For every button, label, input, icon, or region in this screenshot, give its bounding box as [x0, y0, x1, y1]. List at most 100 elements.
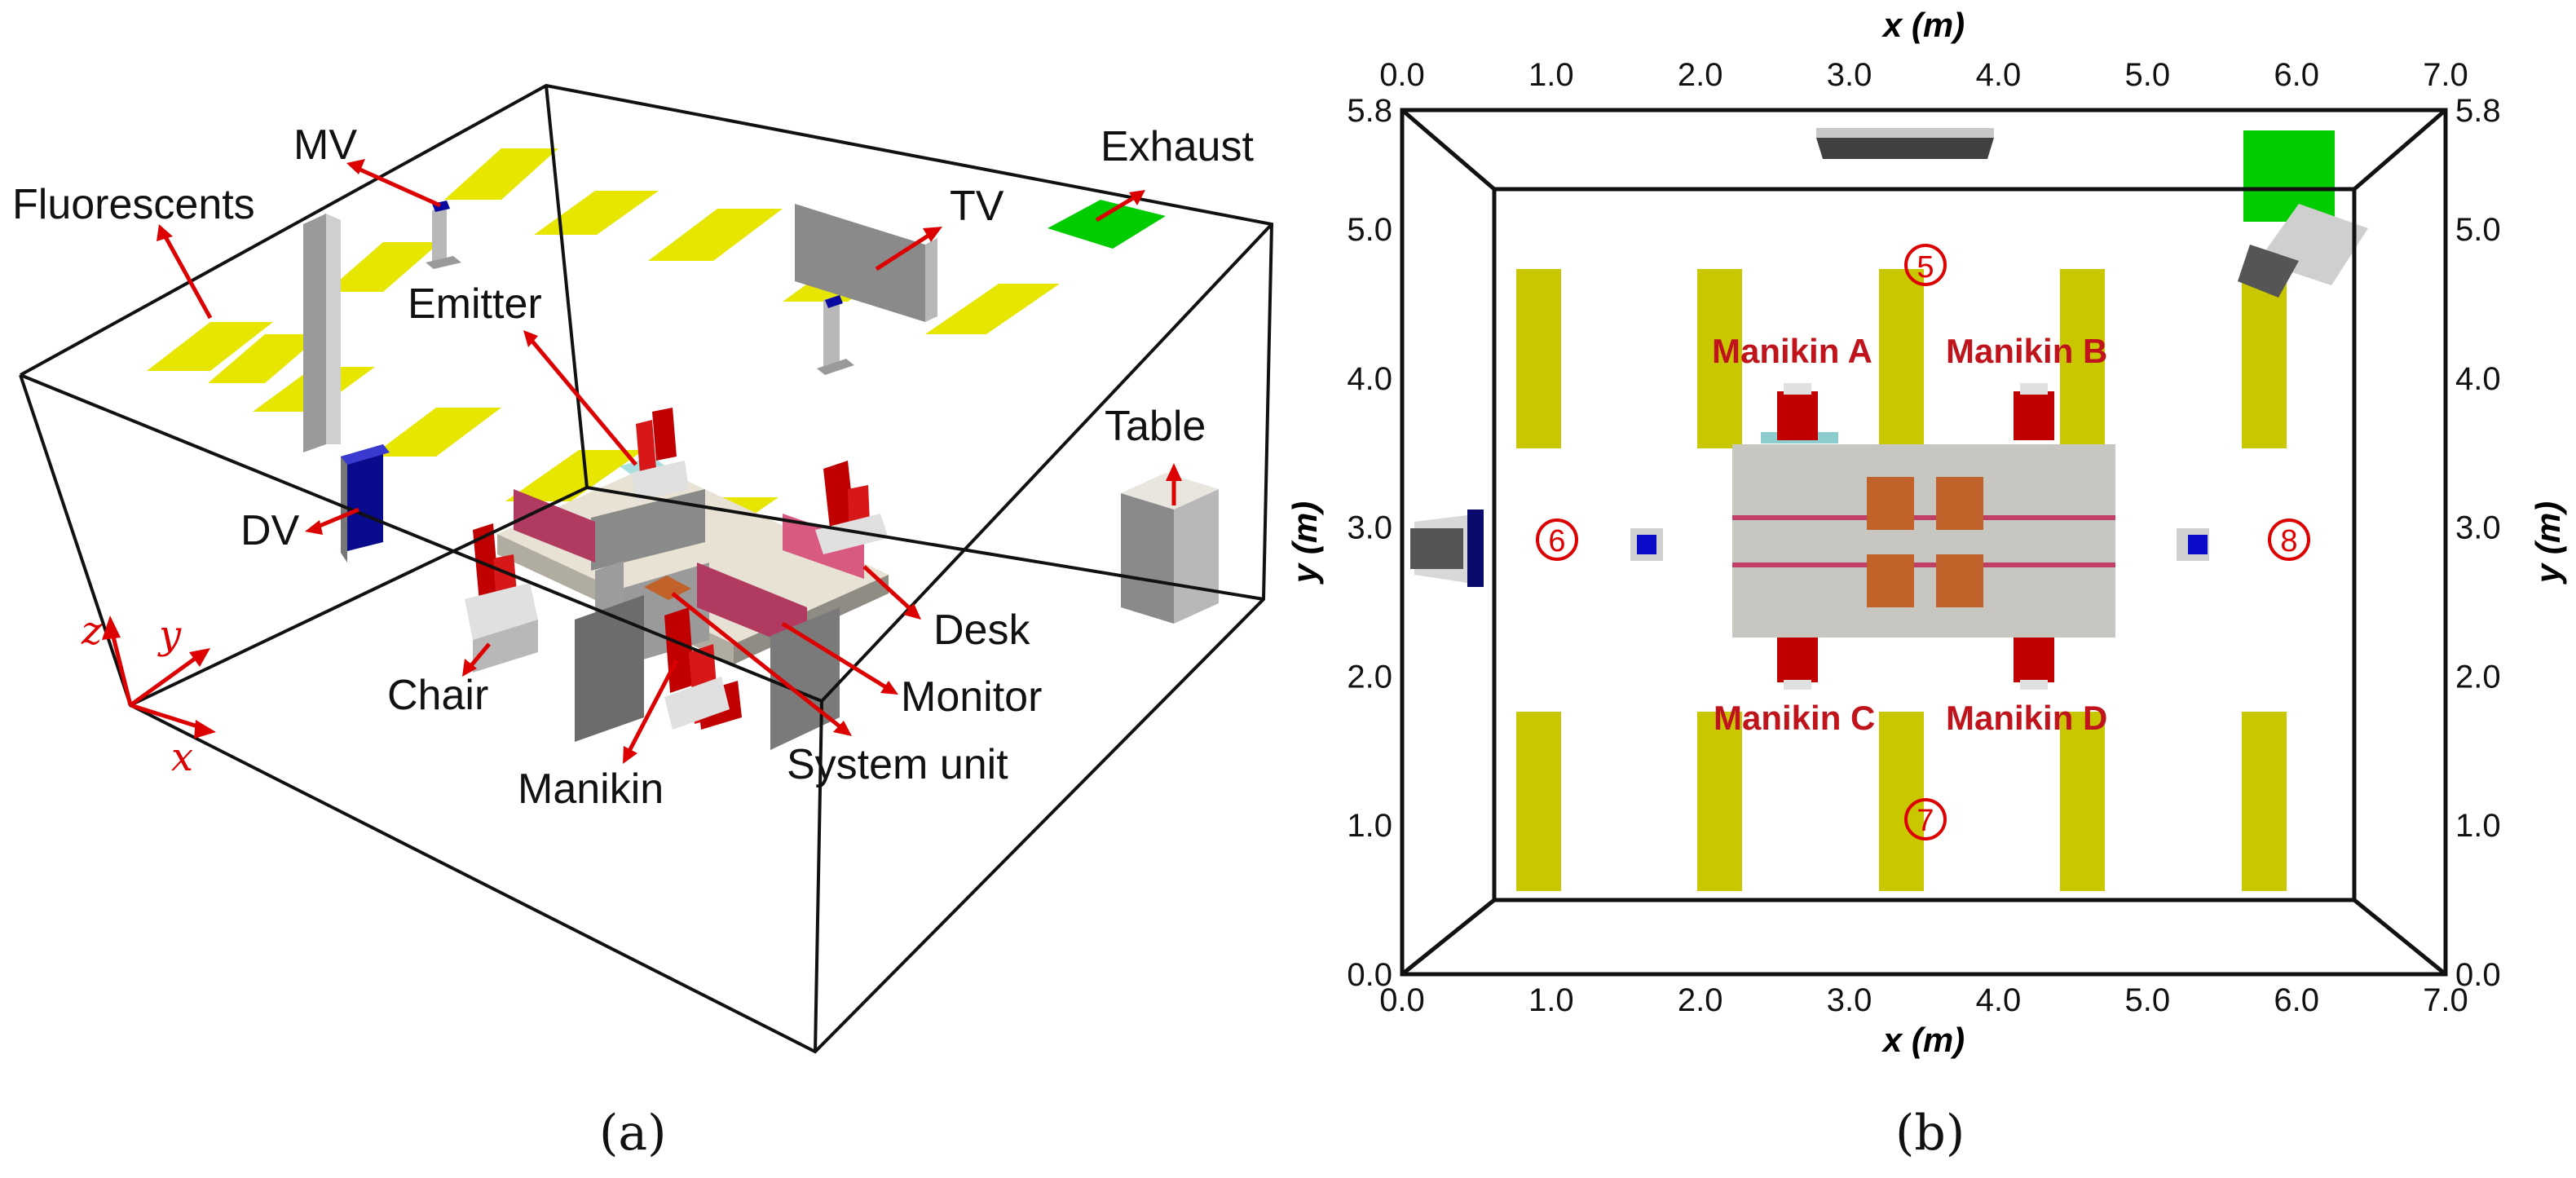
- y-tick-label: 1.0: [1347, 808, 1392, 844]
- y-tick-label: 2.0: [2455, 659, 2501, 695]
- y-ticks-right: 0.0 1.0 2.0 3.0 4.0 5.0 5.8: [2455, 93, 2501, 993]
- tv: [795, 204, 937, 375]
- desk: [497, 465, 889, 644]
- x-tick-label: 4.0: [1976, 57, 2022, 93]
- caption-a: (a): [599, 1105, 667, 1162]
- manikin-a-body: [1777, 391, 1818, 440]
- exhaust-vent: [1048, 200, 1166, 249]
- fluorescent-lamp: [925, 284, 1060, 334]
- manikin-d-body: [2014, 638, 2054, 682]
- fluorescent-lamp: [1516, 269, 1561, 448]
- y-tick-label: 5.0: [1347, 212, 1392, 248]
- y-tick-label: 5.0: [2455, 212, 2501, 248]
- caption-b: (b): [1895, 1105, 1965, 1162]
- manikin: [632, 408, 689, 501]
- fluorescent-lamp: [505, 450, 644, 501]
- panel-b-plan-view: Manikin A Manikin B Manikin C Manikin D …: [1286, 6, 2567, 1162]
- room-wireframe: [19, 83, 1274, 1054]
- svg-text:6: 6: [1548, 524, 1565, 558]
- point-5: 5: [1904, 244, 1947, 286]
- x-tick-label: 6.0: [2274, 982, 2319, 1018]
- x-tick-label: 7.0: [2423, 57, 2468, 93]
- svg-text:7: 7: [1917, 804, 1934, 838]
- x-tick-label: 5.0: [2124, 982, 2170, 1018]
- x-tick-label: 6.0: [2274, 57, 2319, 93]
- plan-system-unit: [1867, 554, 1914, 607]
- x-tick-label: 0.0: [1379, 57, 1425, 93]
- fluorescent-lamp: [2242, 712, 2287, 891]
- y-tick-label: 0.0: [1347, 957, 1392, 993]
- fluorescent-lamp: [208, 334, 322, 383]
- point-6: 6: [1536, 518, 1578, 561]
- plan-exhaust: [2243, 130, 2335, 222]
- plan-mv-vents: [1630, 528, 2209, 561]
- fluorescent-lamp: [444, 148, 558, 200]
- manikins-and-chairs: [465, 408, 889, 730]
- panel-a-labels: MV Fluorescents Exhaust TV Emitter Table…: [12, 121, 1254, 813]
- axis-z-label: z: [81, 608, 103, 654]
- displacement-vent-dv: [341, 444, 390, 563]
- y-tick-label: 3.0: [2455, 510, 2501, 546]
- y-tick-label: 2.0: [1347, 659, 1392, 695]
- x-tick-label: 3.0: [1827, 57, 1872, 93]
- fluorescent-lamp: [371, 408, 501, 457]
- panel-a-3d-room: z y x: [12, 83, 1274, 1162]
- fluorescent-lamp: [1697, 712, 1742, 891]
- manikin-b-body: [2014, 391, 2054, 440]
- manikin-d-label: Manikin D: [1946, 699, 2107, 737]
- y-tick-label: 3.0: [1347, 510, 1392, 546]
- axis-y-label: y: [157, 612, 182, 658]
- manikin-c-body: [1777, 638, 1818, 682]
- x-tick-label: 7.0: [2423, 982, 2468, 1018]
- fluorescent-lamp: [648, 209, 783, 261]
- plan-manikins: [1777, 383, 2054, 690]
- plan-system-unit: [1936, 477, 1983, 530]
- label-dv: DV: [240, 507, 300, 554]
- x-tick-label: 4.0: [1976, 982, 2022, 1018]
- fluorescent-lamp: [2060, 269, 2105, 448]
- x-tick-label: 0.0: [1379, 982, 1425, 1018]
- manikin: [815, 461, 889, 554]
- leader-arrows: [157, 159, 1182, 764]
- label-exhaust: Exhaust: [1101, 123, 1254, 170]
- y-axis-label-right: y (m): [2529, 501, 2567, 585]
- label-table: Table: [1105, 403, 1206, 450]
- plan-fluorescent-lamps: [1516, 269, 2287, 891]
- system-unit: [644, 576, 691, 600]
- fluorescent-lamp: [1516, 712, 1561, 891]
- monitor: [514, 489, 595, 563]
- label-mv: MV: [293, 121, 357, 169]
- x-tick-label: 1.0: [1528, 982, 1574, 1018]
- svg-text:5: 5: [1917, 250, 1934, 285]
- plan-dv: [1410, 510, 1484, 587]
- displacement-duct: [303, 214, 326, 452]
- label-emitter: Emitter: [408, 280, 542, 328]
- manikin-a-label: Manikin A: [1712, 332, 1872, 370]
- plan-tv: [1816, 128, 1994, 159]
- plan-system-unit: [1936, 554, 1983, 607]
- point-7: 7: [1904, 798, 1947, 840]
- table: [1121, 473, 1219, 624]
- y-tick-label: 5.8: [1347, 93, 1392, 129]
- x-tick-label: 3.0: [1827, 982, 1872, 1018]
- chair: [465, 583, 538, 640]
- fluorescent-lamp: [2060, 712, 2105, 891]
- y-tick-label: 1.0: [2455, 808, 2501, 844]
- fluorescent-lamp: [1879, 269, 1924, 448]
- measurement-points: 5 6 7 8: [1536, 244, 2310, 840]
- x-tick-label: 5.0: [2124, 57, 2170, 93]
- plan-room-frame: [1400, 108, 2448, 977]
- fluorescent-lamp: [1697, 269, 1742, 448]
- label-desk: Desk: [933, 607, 1030, 654]
- label-monitor: Monitor: [901, 673, 1042, 721]
- x-tick-label: 2.0: [1678, 982, 1723, 1018]
- x-tick-label: 1.0: [1528, 57, 1574, 93]
- y-tick-label: 5.8: [2455, 93, 2501, 129]
- label-tv: TV: [950, 183, 1004, 230]
- y-tick-label: 0.0: [2455, 957, 2501, 993]
- manikin-b-label: Manikin B: [1946, 332, 2107, 370]
- x-axis-label-bottom: x (m): [1881, 1021, 1965, 1059]
- y-tick-label: 4.0: [2455, 361, 2501, 397]
